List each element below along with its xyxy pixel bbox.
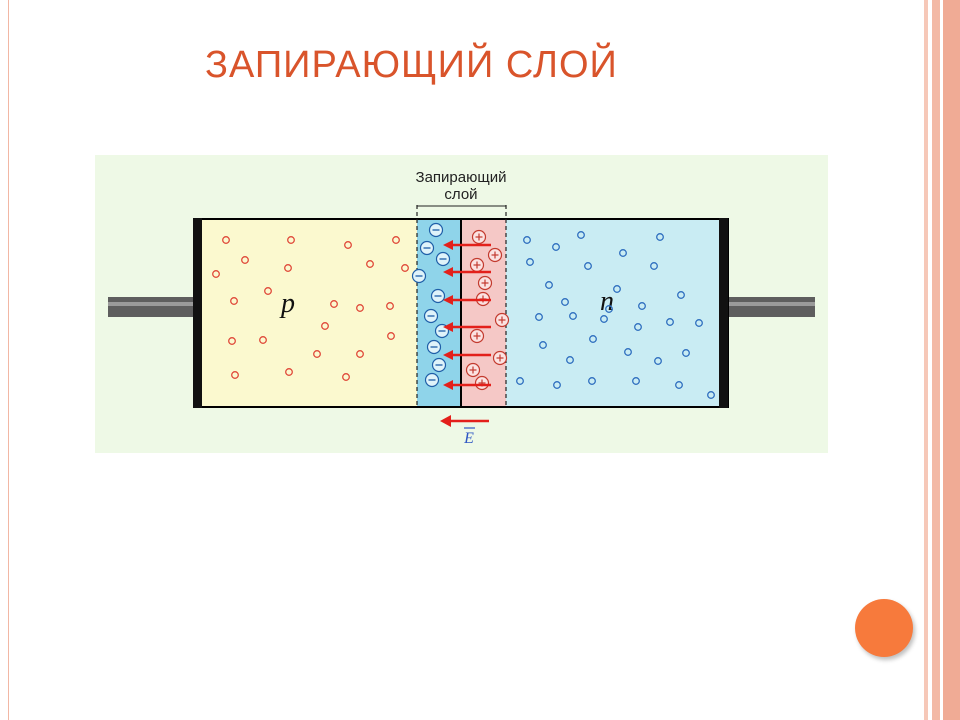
left-lead-highlight (108, 302, 195, 306)
layer-label-line2: слой (444, 186, 477, 203)
pn-junction-diagram: Запирающий слой p n E (95, 155, 828, 453)
field-label: E (463, 430, 474, 447)
left-electrode (193, 218, 202, 408)
right-lead-highlight (728, 302, 815, 306)
slide-frame-left (8, 0, 9, 720)
layer-label-line1: Запирающий (416, 169, 507, 186)
left-lead (108, 297, 195, 317)
field-arrow-icon (440, 415, 451, 427)
slide-frame-right (920, 0, 960, 720)
p-label: p (279, 288, 295, 319)
slide-title: ЗАПИРАЮЩИЙ СЛОЙ (205, 44, 618, 87)
decorative-orange-circle (855, 599, 913, 657)
right-electrode (719, 218, 728, 408)
p-region (200, 220, 417, 406)
right-lead (728, 297, 815, 317)
diagram-panel: Запирающий слой p n E (95, 155, 828, 453)
